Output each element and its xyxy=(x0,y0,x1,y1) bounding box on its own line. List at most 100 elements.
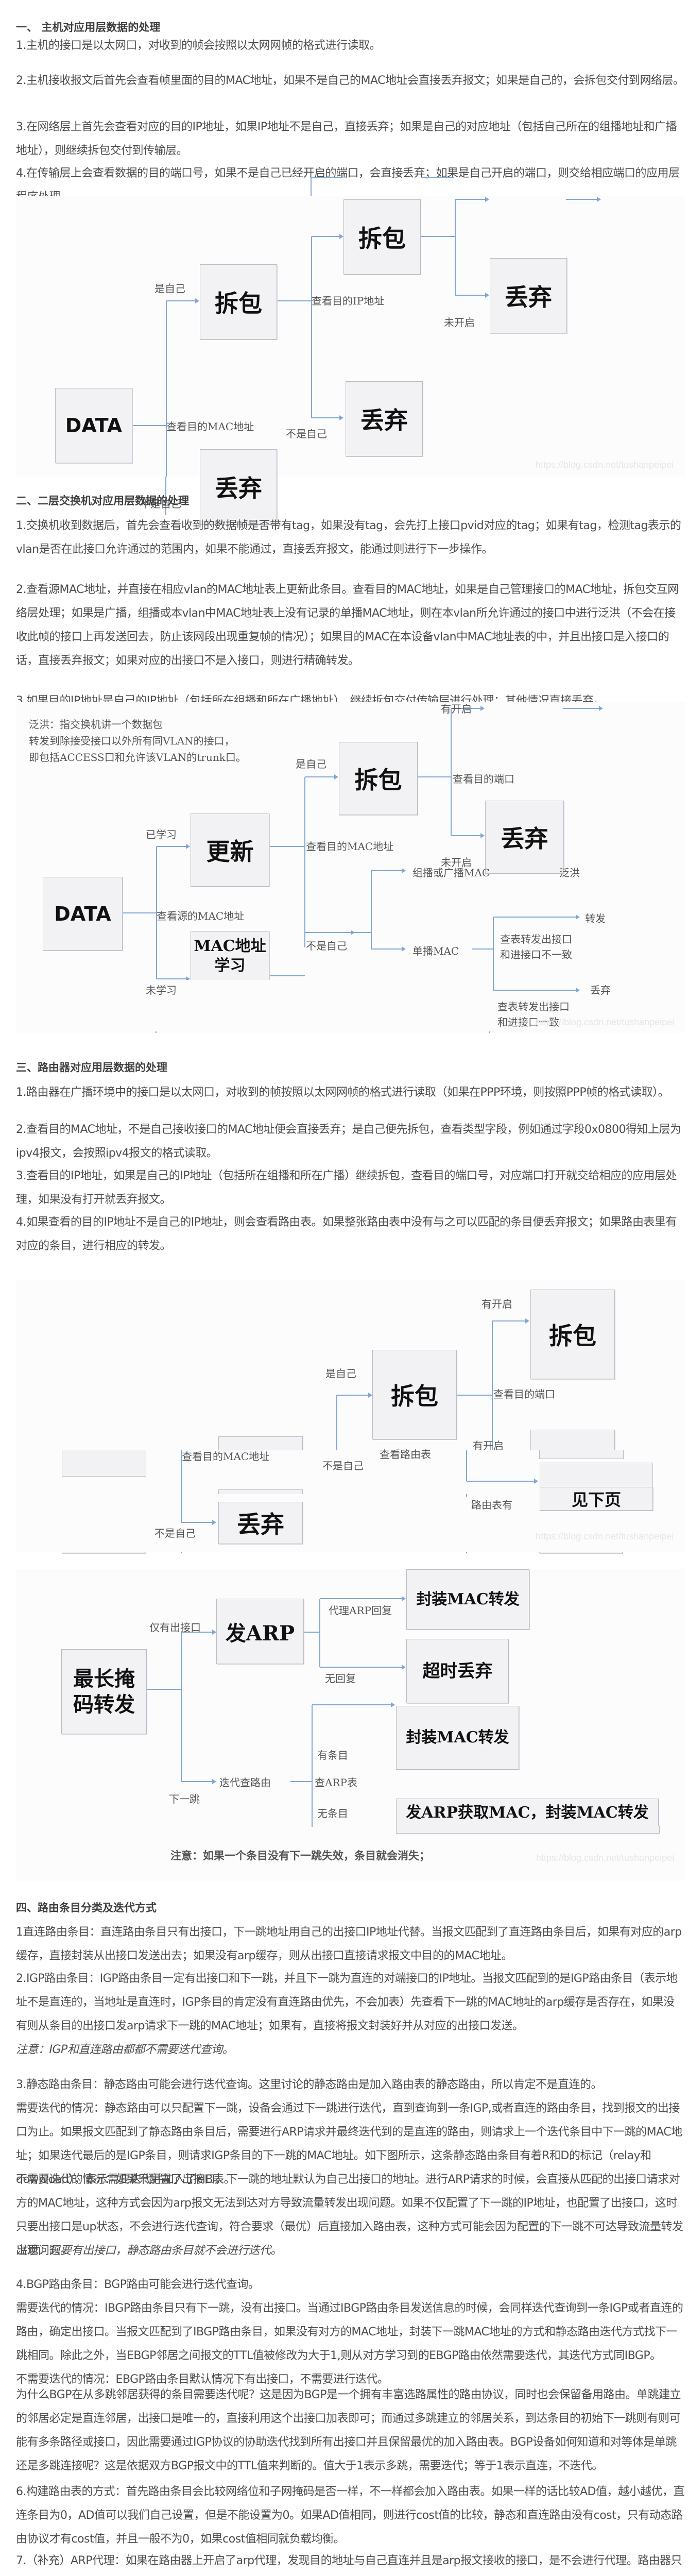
label-opened-1: 有开启 xyxy=(481,1298,512,1310)
label-is-self-ip: 是自己 xyxy=(325,1367,356,1380)
send-arp-box: 发ARP xyxy=(216,1599,304,1664)
mac-learning-line2: 学习 xyxy=(214,956,246,975)
longest-mask-forwarding-diagram: 最长掩 码转发 发ARP 封装MAC转发 超时丢弃 封装MAC转发 发ARP获取… xyxy=(16,1569,685,1827)
section1-paragraph-2: 2.主机接收报文后首先会查看帧里面的目的MAC地址，如果不是自己的MAC地址会直… xyxy=(16,74,684,87)
watermark: https://blog.csdn.net/tushanpeipei xyxy=(536,1017,675,1027)
section1-heading: 一、 主机对应用层数据的处理 xyxy=(16,21,161,33)
section3-heading: 三、路由器对应用层数据的处理 xyxy=(16,1061,167,1074)
label-not-self: 不是自己 xyxy=(306,940,347,952)
label-check-dest-mac: 查看目的MAC地址 xyxy=(166,420,254,433)
iteration-note: 注意：如果一个条目没有下一跳失效，条目就会消失； xyxy=(170,1849,430,1862)
label-flood: 泛洪 xyxy=(559,867,580,879)
send-arp-encap-box: 发ARP获取MAC，封装MAC转发 xyxy=(396,1799,659,1827)
switch-data-flowchart: 泛洪：指交换机讲一个数据包 转发到除接受接口以外所有同VLAN的接口， 即包括A… xyxy=(16,702,685,981)
label-mismatch-line1: 查表转发出接口 xyxy=(500,933,572,945)
label-check-src-mac: 查看源的MAC地址 xyxy=(157,910,245,922)
label-only-out-interface: 仅有出接口 xyxy=(149,1621,201,1634)
section3-paragraph-3: 3.查看目的IP地址，如果是自己的IP地址（包括所在组播和所在广播）继续拆包，查… xyxy=(16,1170,677,1206)
label-no-reply: 无回复 xyxy=(325,1672,356,1685)
unpack-ip-box: 拆包 xyxy=(339,742,418,815)
section4-bgp-need-iterate: 需要迭代的情况：IBGP路由条目只有下一跳，没有出接口。当通过IBGP路由条目发… xyxy=(16,2302,683,2362)
label-multicast-broadcast: 组播或广播MAC xyxy=(412,867,490,879)
label-forward: 转发 xyxy=(585,912,606,925)
switch-flowchart-bottom: 未学习 丢弃 查表转发出接口 和进接口一致 https://blog.csdn.… xyxy=(16,980,685,1031)
section4-static-no-iterate: 不需要迭代的情况：如果只配置了出接口，下一跳的地址默认为自己出接口的地址。进行A… xyxy=(16,2173,683,2257)
encap-mac-forward-box-2: 封装MAC转发 xyxy=(396,1706,519,1770)
section3-paragraph-4: 4.如果查看的目的IP地址不是自己的IP地址，则会查看路由表。如果整张路由表中没… xyxy=(16,1216,677,1252)
section4-bgp-why: 为什么BGP在从多跳邻居获得的条目需要迭代呢？这是因为BGP是一个拥有丰富选路属… xyxy=(16,2388,681,2472)
label-opened-2: 有开启 xyxy=(473,1439,504,1452)
unpack-after-ip-box: 拆包 xyxy=(372,1350,457,1439)
drop-not-self-mac-box: 丢弃 xyxy=(200,449,277,524)
section4-igp-route: 2.IGP路由条目：IGP路由条目一定有出接口和下一跳，并且下一跳为直连的对端接… xyxy=(16,1972,678,2032)
data-box: DATA xyxy=(43,877,123,951)
drop-port-box: 丢弃 xyxy=(485,801,564,874)
update-box: 更新 xyxy=(191,814,269,887)
watermark: https://blog.csdn.net/tushanpeipei xyxy=(536,1531,674,1541)
label-check-route: 查看路由表 xyxy=(380,1448,431,1461)
drop-not-self-ip-box: 丢弃 xyxy=(346,381,423,456)
flood-note-line1: 泛洪：指交换机讲一个数据包 xyxy=(29,718,163,731)
unpack-after-mac-box: 拆包 xyxy=(200,264,277,340)
label-not-learned: 未学习 xyxy=(146,984,177,996)
drop-port-closed-box: 丢弃 xyxy=(490,258,567,333)
mac-learning-box: MAC地址 学习 xyxy=(191,931,269,981)
label-has-entry: 有条目 xyxy=(317,1749,348,1761)
label-check-dest-ip: 查看目的IP地址 xyxy=(312,295,385,307)
label-not-self-ip: 不是自己 xyxy=(322,1460,364,1472)
label-is-self: 是自己 xyxy=(296,758,326,770)
label-unicast: 单播MAC xyxy=(412,945,459,957)
watermark: https://blog.csdn.net/tushanpeipei xyxy=(536,1853,675,1863)
drop-not-self-mac-box-top xyxy=(218,1489,303,1495)
label-match-line1: 查表转发出接口 xyxy=(497,1001,570,1013)
encap-mac-forward-box-1: 封装MAC转发 xyxy=(406,1569,529,1630)
label-learned: 已学习 xyxy=(146,828,177,841)
router-mid-lines xyxy=(181,1450,538,1494)
label-drop: 丢弃 xyxy=(590,984,611,996)
label-no-entry: 无条目 xyxy=(317,1807,348,1820)
section2-paragraph-2: 2.查看源MAC地址，并直接在相应vlan的MAC地址表上更新此条目。查看目的M… xyxy=(16,583,679,667)
data-box-tail xyxy=(62,1450,146,1477)
section2-heading: 二、二层交换机对应用层数据的处理 xyxy=(16,495,189,507)
section4-note-static: 注意：只要有出接口，静态路由条目就不会进行迭代。 xyxy=(16,2244,282,2257)
label-is-self: 是自己 xyxy=(154,282,185,295)
router-flowchart-mid: 查看目的MAC地址 不是自己 查看路由表 xyxy=(0,1448,688,1495)
section1-paragraph-1: 1.主机的接口是以太网口，对收到的帧会按照以太网网帧的格式进行读取。 xyxy=(16,39,381,52)
data-box: DATA xyxy=(55,388,132,463)
drop-not-self-mac-box: 丢弃 xyxy=(218,1502,303,1544)
label-opened: 有开启 xyxy=(441,703,472,715)
see-next-page-box: 见下页 xyxy=(540,1487,653,1511)
label-next-hop: 下一跳 xyxy=(169,1793,200,1805)
section4-bgp-no-iterate: 不需要迭代的情况：EBGP路由条目默认情况下有出接口，不需要进行迭代。 xyxy=(16,2373,389,2386)
label-iterate-route: 迭代查路由 xyxy=(219,1776,271,1789)
section4-bgp-route: 4.BGP路由条目：BGP路由可能会进行迭代查询。 xyxy=(16,2278,260,2291)
section4-direct-route: 1直连路由条目：直连路由条目只有出接口，下一跳地址用自己的出接口IP地址代替。当… xyxy=(16,1926,682,1962)
label-has-route: 路由表有 xyxy=(471,1499,512,1511)
label-not-self-mac: 不是自己 xyxy=(154,1527,196,1539)
section4-static-route: 3.静态路由条目：静态路由可能会进行迭代查询。这里讨论的静态路由是加入路由表的静… xyxy=(16,2078,603,2091)
label-not-opened: 未开启 xyxy=(441,856,472,869)
send-arp-encap-box-bottom xyxy=(396,1826,660,1834)
label-check-port: 查看目的端口 xyxy=(453,773,514,785)
section4-note-igp: 注意：IGP和直连路由都都不需要迭代查询。 xyxy=(16,2043,234,2056)
label-check-port: 查看目的端口 xyxy=(493,1388,555,1400)
section2-paragraph-1: 1.交换机收到数据后，首先会查看收到的数据帧是否带有tag，如果没有tag，会先… xyxy=(16,519,681,556)
unpack-port-open-box: 拆包 xyxy=(530,1290,615,1379)
label-check-dst-mac: 查看目的MAC地址 xyxy=(306,840,394,853)
longest-mask-line2: 码转发 xyxy=(73,1692,135,1717)
timeout-drop-box: 超时丢弃 xyxy=(406,1639,509,1703)
label-not-self-ip: 不是自己 xyxy=(286,428,327,440)
section4-end-and-section5: 6.构建路由表的方式：首先路由条目会比较网络位和子网掩码是否一样，不一样都会加入… xyxy=(0,2483,688,2576)
watermark: https://blog.csdn.net/tushanpeipei xyxy=(536,460,674,470)
drop-no-route-box-tail xyxy=(539,1450,624,1459)
section1-paragraph-4: 4.在传输层上会查看数据的目的端口号，如果不是自己已经开启的端口，会直接丢弃；如… xyxy=(16,167,680,204)
mac-learning-line1: MAC地址 xyxy=(194,937,266,955)
arp-diagram-lines xyxy=(146,1596,406,1827)
host-data-flowchart: DATA 拆包 丢弃 拆包 丢弃 丢弃 查看目的MAC地址 是自己 不是自己 查… xyxy=(0,196,688,524)
section4-static-need-iterate: 需要迭代的情况：静态路由可以只配置下一跳，设备会通过下一跳进行迭代，直到查询到一… xyxy=(16,2102,682,2186)
label-check-arp-table: 查ARP表 xyxy=(315,1776,357,1789)
section1-paragraph-3: 3.在网络层上首先会查看对应的目的IP地址，如果IP地址不是自己，直接丢弃；如果… xyxy=(16,121,677,157)
flood-note-line2: 转发到除接受接口以外所有同VLAN的接口， xyxy=(29,735,235,747)
flowchart-lines xyxy=(132,197,601,477)
label-match-line2: 和进接口一致 xyxy=(497,1016,559,1028)
